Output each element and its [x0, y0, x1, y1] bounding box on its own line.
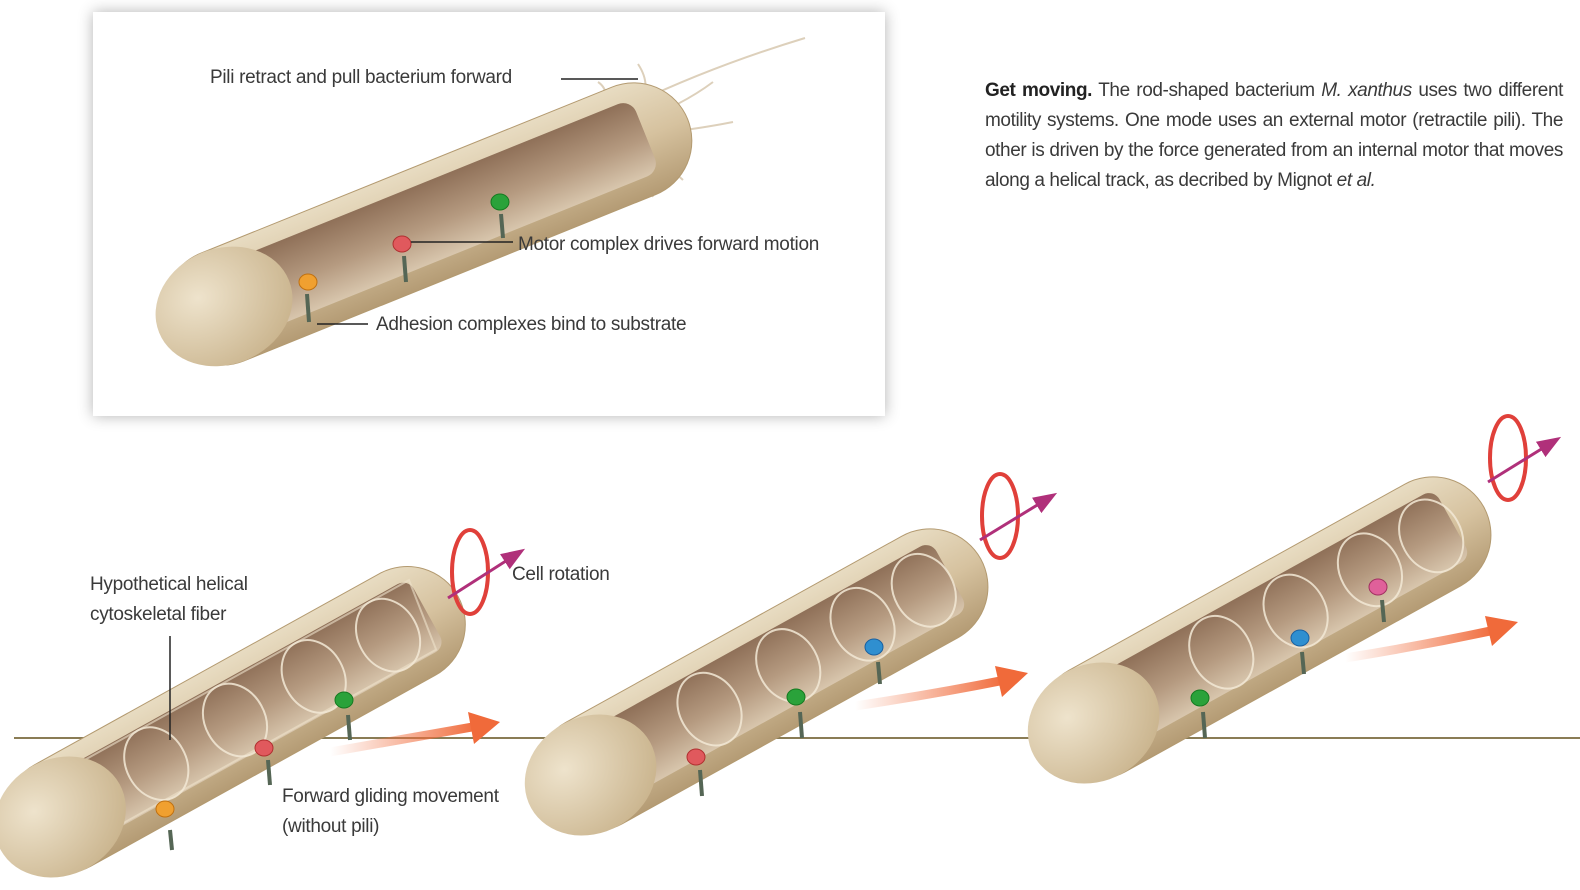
fiber-label-line1: Hypothetical helical	[90, 574, 248, 596]
motor-red	[255, 740, 273, 756]
motor-orange	[156, 801, 174, 817]
motor-red	[393, 236, 411, 252]
adhesion-stalk	[1302, 652, 1304, 674]
rotation-icon-2	[980, 474, 1052, 558]
adhesion-stalk	[878, 662, 880, 684]
adhesion-stalk	[1382, 600, 1384, 622]
gliding-cell-1	[0, 546, 486, 890]
motor-green	[335, 692, 353, 708]
motor-blue	[1291, 630, 1309, 646]
rotation-icon-1	[448, 530, 520, 614]
caption-species: M. xanthus	[1321, 80, 1412, 101]
adhesion-stalk	[1203, 712, 1205, 738]
adhesion-stalk	[268, 760, 270, 785]
motor-pink	[1369, 579, 1387, 595]
caption-title: Get moving.	[985, 80, 1092, 101]
motor-orange	[299, 274, 317, 290]
adhesion-label: Adhesion complexes bind to substrate	[376, 314, 686, 336]
motor-complex-label: Motor complex drives forward motion	[518, 234, 819, 256]
adhesion-stalk	[700, 770, 702, 796]
adhesion-stalk	[348, 715, 350, 740]
caption-text-1: The rod-shaped bacterium	[1092, 80, 1321, 101]
pili-inset-panel: Pili retract and pull bacterium forward …	[93, 12, 885, 416]
motor-green	[491, 194, 509, 210]
motor-blue	[865, 639, 883, 655]
adhesion-stalk	[800, 712, 802, 738]
gliding-label-line1: Forward gliding movement	[282, 786, 499, 808]
gliding-cell-3	[1006, 456, 1512, 807]
cell-rotation-label: Cell rotation	[512, 564, 609, 586]
motor-green	[1191, 690, 1209, 706]
motor-green	[787, 689, 805, 705]
adhesion-stalk	[170, 830, 172, 850]
pili-label: Pili retract and pull bacterium forward	[210, 67, 512, 89]
caption-etal: et al.	[1337, 170, 1376, 191]
figure-caption: Get moving. The rod-shaped bacterium M. …	[985, 76, 1563, 196]
rotation-icon-3	[1488, 416, 1556, 500]
motor-red	[687, 749, 705, 765]
fiber-label-line2: cytoskeletal fiber	[90, 604, 226, 626]
gliding-label-line2: (without pili)	[282, 816, 379, 838]
gliding-cell-2	[503, 508, 1009, 859]
